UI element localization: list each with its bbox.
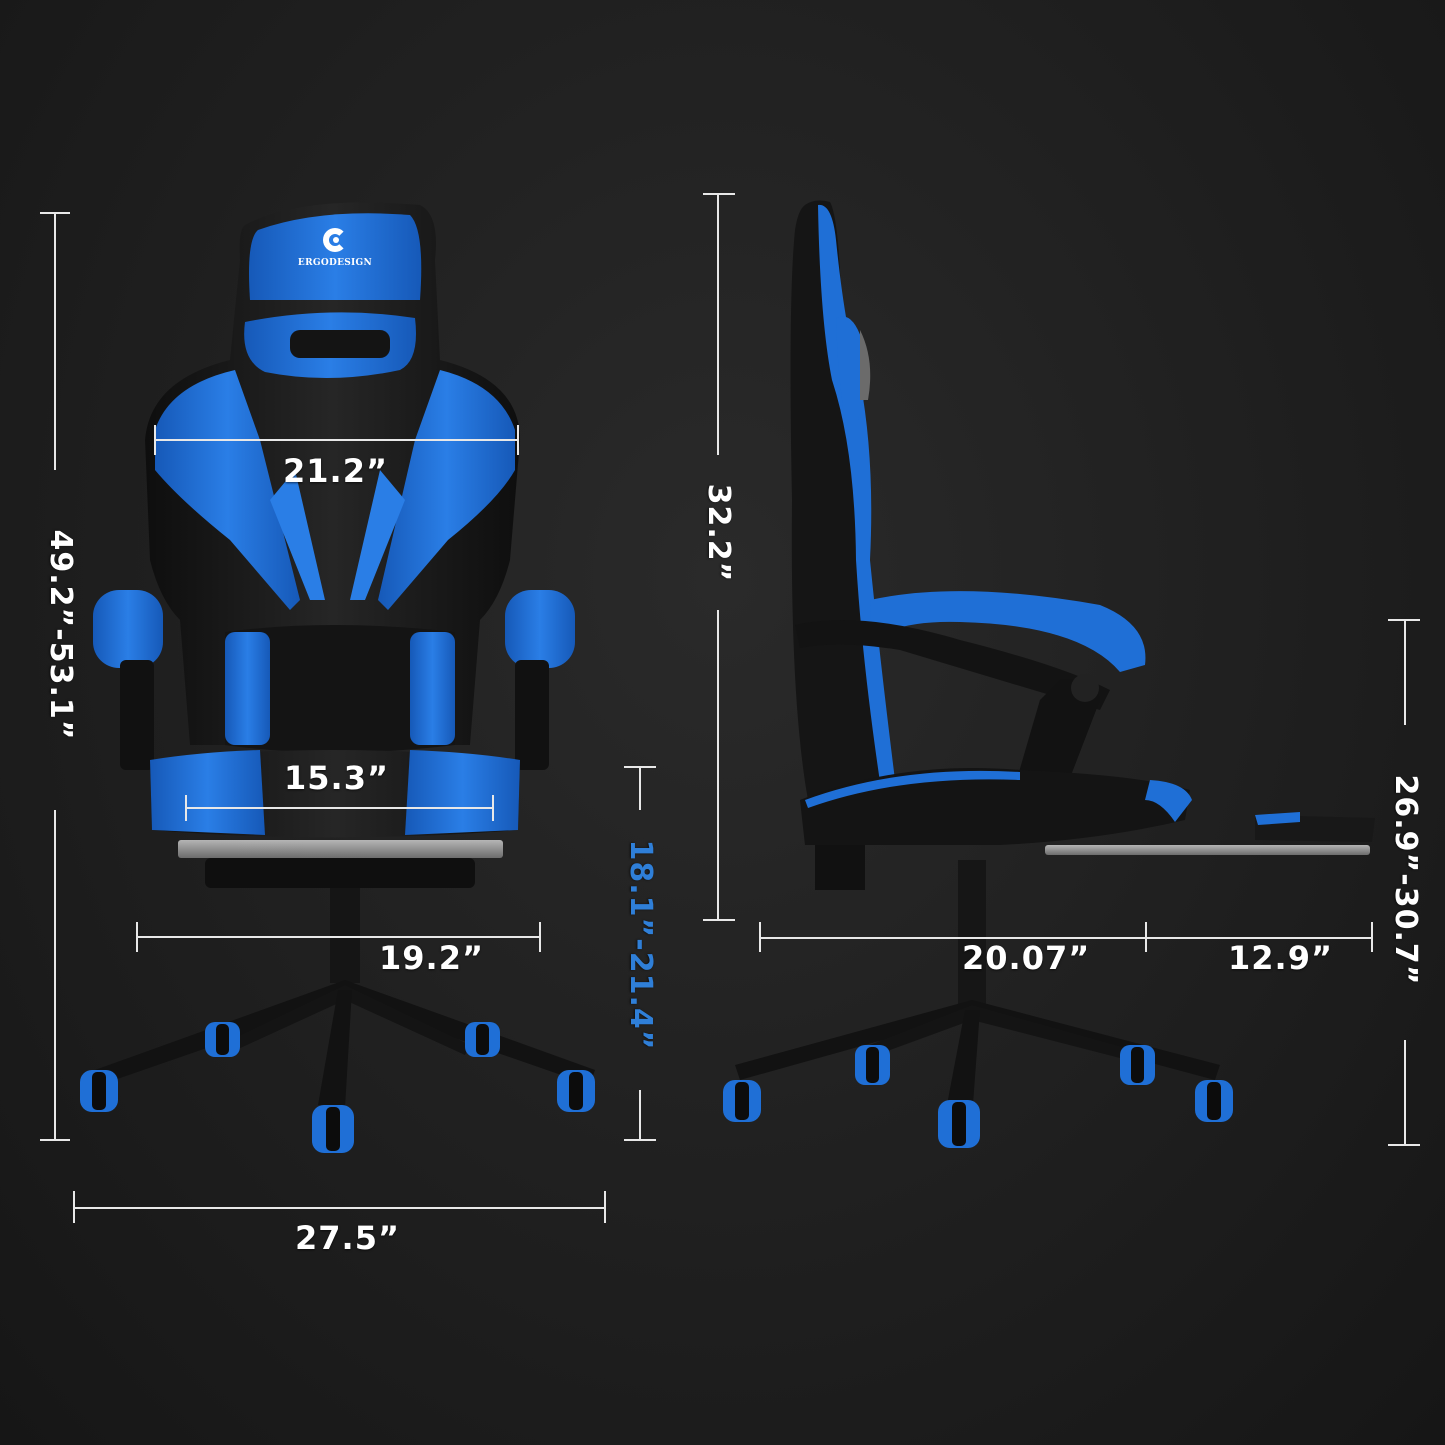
side-armrest-height-label: 26.9”-30.7” bbox=[1388, 774, 1423, 986]
brand-logo: ERGODESIGN bbox=[290, 228, 380, 268]
brand-name: ERGODESIGN bbox=[297, 258, 373, 268]
ergodesign-e-logo-icon bbox=[323, 228, 347, 252]
front-total-height-label: 49.2”-53.1” bbox=[43, 529, 78, 741]
dimension-lines bbox=[40, 193, 1420, 1223]
base-width-label: 27.5” bbox=[295, 1219, 400, 1257]
seat-width-label: 15.3” bbox=[284, 759, 389, 797]
armrest-width-label: 19.2” bbox=[379, 939, 484, 977]
footrest-extension-label: 12.9” bbox=[1228, 939, 1333, 977]
backrest-width-label: 21.2” bbox=[283, 452, 388, 490]
front-chair bbox=[80, 202, 595, 1153]
seat-height-label: 18.1”-21.4” bbox=[623, 839, 658, 1051]
side-backrest-height-label: 32.2” bbox=[701, 483, 736, 583]
seat-depth-label: 20.07” bbox=[962, 939, 1091, 977]
side-chair bbox=[723, 200, 1375, 1148]
